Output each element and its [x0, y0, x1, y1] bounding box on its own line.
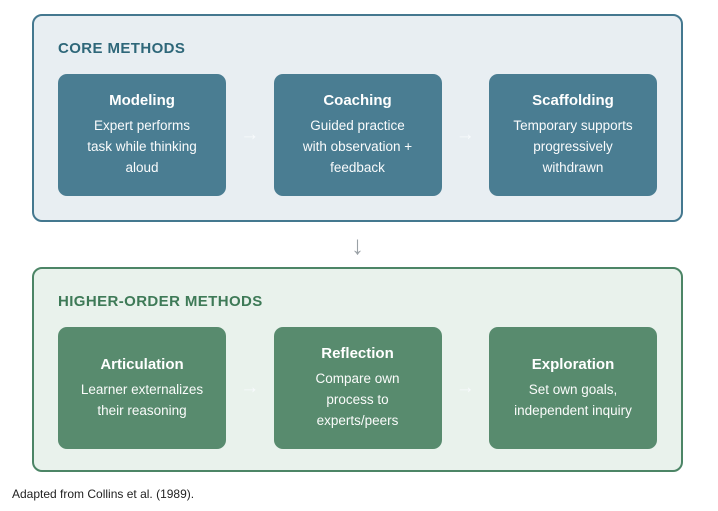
reflection-box-body: Compare own process to experts/peers [315, 371, 400, 428]
scaffolding-box-body: Temporary supports progressively withdra… [513, 118, 633, 175]
exploration-box: Exploration Set own goals, independent i… [489, 327, 657, 449]
exploration-box-body: Set own goals, independent inquiry [514, 381, 632, 418]
right-arrow-icon: → [455, 377, 475, 398]
core-methods-panel: CORE METHODS Modeling Expert performs ta… [32, 14, 683, 222]
articulation-box-title: Articulation [100, 355, 184, 373]
higher-order-methods-panel: HIGHER-ORDER METHODS Articulation Learne… [32, 267, 683, 472]
source-caption: Adapted from Collins et al. (1989). [12, 487, 195, 501]
higher-order-methods-title: HIGHER-ORDER METHODS [58, 293, 263, 310]
scaffolding-box: Scaffolding Temporary supports progressi… [489, 74, 657, 196]
modeling-box: Modeling Expert performs task while thin… [58, 74, 226, 196]
right-arrow-icon: → [455, 124, 475, 145]
reflection-box-title: Reflection [321, 345, 394, 362]
down-arrow-icon: ↓ [351, 229, 364, 260]
coaching-box-title: Coaching [323, 92, 392, 109]
core-methods-title: CORE METHODS [58, 40, 186, 57]
scaffolding-box-title: Scaffolding [532, 92, 614, 109]
modeling-box-body: Expert performs task while thinking alou… [87, 118, 197, 175]
coaching-box: Coaching Guided practice with observatio… [273, 74, 442, 196]
right-arrow-icon: → [240, 377, 260, 398]
reflection-box: Reflection Compare own process to expert… [273, 327, 442, 449]
core-methods-row: Modeling Expert performs task while thin… [58, 74, 657, 196]
exploration-box-title: Exploration [531, 355, 615, 373]
coaching-box-body: Guided practice with observation + feedb… [302, 118, 413, 175]
articulation-box: Articulation Learner externalizes their … [58, 327, 226, 449]
modeling-box-title: Modeling [109, 92, 175, 109]
higher-order-methods-row: Articulation Learner externalizes their … [58, 327, 657, 449]
articulation-box-body: Learner externalizes their reasoning [80, 381, 204, 418]
right-arrow-icon: → [240, 124, 260, 145]
